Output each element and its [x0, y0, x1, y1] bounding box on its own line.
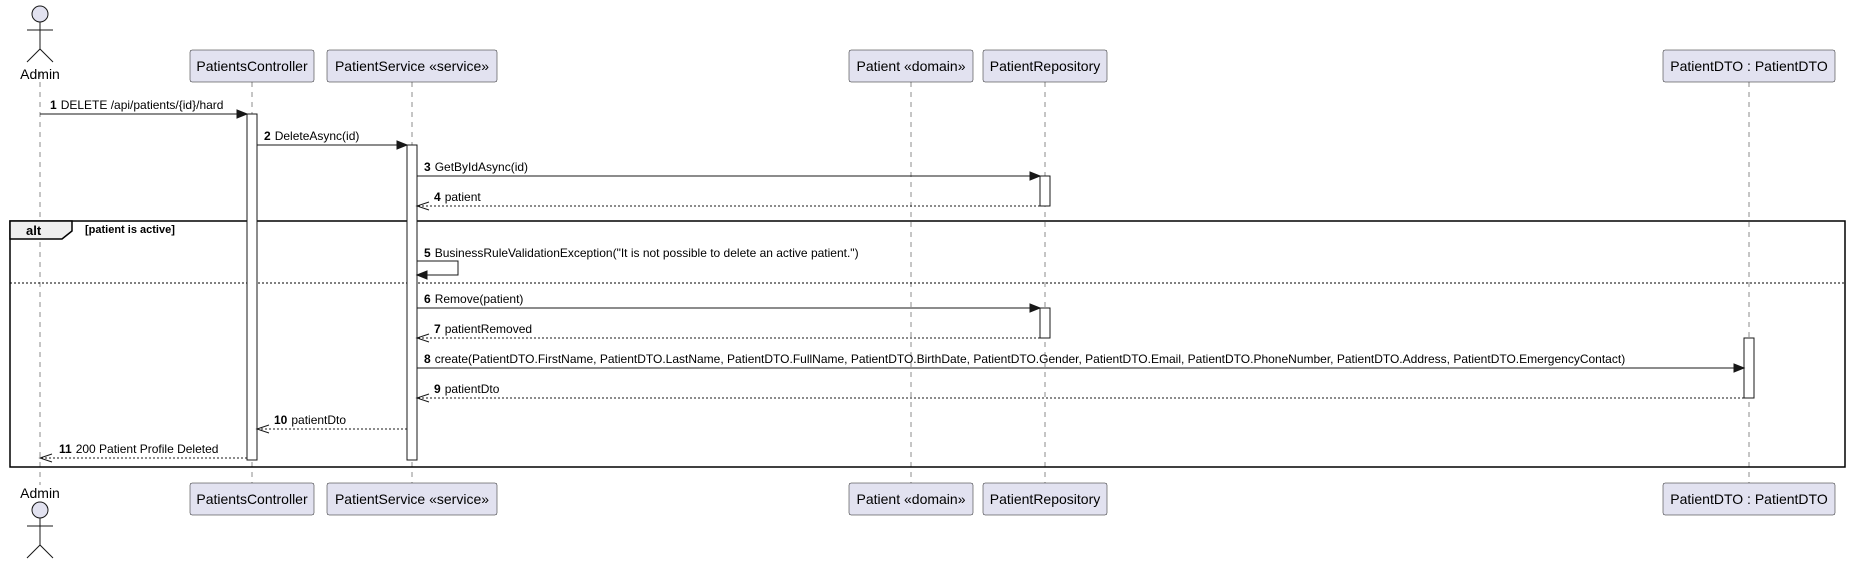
participants-bottom: PatientsController PatientService «servi… — [189, 482, 1836, 516]
message-label: patientDto — [445, 382, 500, 396]
message-label: patientDto — [291, 413, 346, 427]
participant-box-patient-domain — [848, 49, 974, 83]
message-11: 11 200 Patient Profile Deleted — [38, 442, 247, 463]
activation-patient-repository-get — [1039, 175, 1051, 207]
message-2: 2 DeleteAsync(id) — [257, 129, 409, 150]
participant-label-patient-service: PatientService «service» — [335, 58, 489, 74]
participant-label-patients-controller: PatientsController — [196, 58, 308, 74]
message-4: 4 patient — [415, 190, 1040, 211]
messages: 1 DELETE /api/patients/{id}/hard 2 DeleteA… — [38, 98, 1746, 463]
participants-top: PatientsController PatientService «servi… — [189, 49, 1836, 83]
message-3: 3 GetByIdAsync(id) — [417, 160, 1042, 181]
message-label: GetByIdAsync(id) — [435, 160, 528, 174]
actor-admin-top: Admin — [20, 5, 60, 82]
participant-box-patient-domain — [848, 482, 974, 516]
alt-guard: [patient is active] — [85, 224, 175, 236]
participant-box-patient-repository — [982, 482, 1108, 516]
message-number: 8 — [424, 352, 431, 366]
alt-frame-tab — [9, 220, 73, 240]
participant-label-patient-repository: PatientRepository — [990, 58, 1101, 74]
message-5: 5 BusinessRuleValidationException("It is … — [415, 246, 859, 280]
message-number: 6 — [424, 292, 431, 306]
alt-fragment: alt [patient is active] — [9, 220, 1846, 468]
actor-head — [31, 5, 49, 23]
participant-box-patient-service — [326, 49, 498, 83]
message-number: 2 — [264, 129, 271, 143]
message-label: Remove(patient) — [435, 292, 524, 306]
participant-label-patients-controller: PatientsController — [196, 491, 308, 507]
activation-patients-controller — [246, 113, 258, 461]
message-label: 200 Patient Profile Deleted — [76, 442, 219, 456]
alt-frame — [9, 220, 1846, 468]
participant-label-patient-domain: Patient «domain» — [857, 491, 966, 507]
message-label: BusinessRuleValidationException("It is n… — [435, 246, 859, 260]
participant-label-patient-dto: PatientDTO : PatientDTO — [1670, 58, 1828, 74]
message-label: DELETE /api/patients/{id}/hard — [61, 98, 224, 112]
participant-label-patient-domain: Patient «domain» — [857, 58, 966, 74]
message-label: patientRemoved — [445, 322, 532, 336]
message-number: 11 — [59, 442, 72, 456]
actor-legs — [26, 544, 54, 559]
alt-keyword: alt — [26, 223, 42, 238]
message-1: 1 DELETE /api/patients/{id}/hard — [40, 98, 249, 119]
participant-label-patient-dto: PatientDTO : PatientDTO — [1670, 491, 1828, 507]
message-number: 1 — [50, 98, 57, 112]
message-label: patient — [445, 190, 482, 204]
message-label: create(PatientDTO.FirstName, PatientDTO.… — [435, 352, 1626, 366]
message-number: 4 — [434, 190, 441, 204]
participant-label-patient-service: PatientService «service» — [335, 491, 489, 507]
message-number: 5 — [424, 246, 431, 260]
message-8: 8 create(PatientDTO.FirstName, PatientDTO… — [417, 352, 1746, 373]
actor-label-bottom: Admin — [20, 485, 60, 501]
participant-label-patient-repository: PatientRepository — [990, 491, 1101, 507]
activation-patient-repository-remove — [1039, 307, 1051, 339]
participant-box-patients-controller — [189, 482, 315, 516]
participant-box-patient-service — [326, 482, 498, 516]
message-number: 3 — [424, 160, 431, 174]
message-7: 7 patientRemoved — [415, 322, 1040, 343]
actor-legs — [26, 48, 54, 63]
participant-box-patients-controller — [189, 49, 315, 83]
actor-admin-bottom: Admin — [20, 485, 60, 559]
message-6: 6 Remove(patient) — [417, 292, 1042, 313]
activation-patient-service — [406, 144, 418, 461]
participant-box-patient-dto — [1662, 49, 1836, 83]
participant-box-patient-dto — [1662, 482, 1836, 516]
actor-head — [31, 501, 49, 519]
message-9: 9 patientDto — [415, 382, 1744, 403]
message-number: 9 — [434, 382, 441, 396]
activation-patient-dto — [1743, 337, 1755, 399]
message-number: 10 — [274, 413, 288, 427]
participant-box-patient-repository — [982, 49, 1108, 83]
message-label: DeleteAsync(id) — [275, 129, 360, 143]
actor-label-top: Admin — [20, 66, 60, 82]
message-number: 7 — [434, 322, 441, 336]
